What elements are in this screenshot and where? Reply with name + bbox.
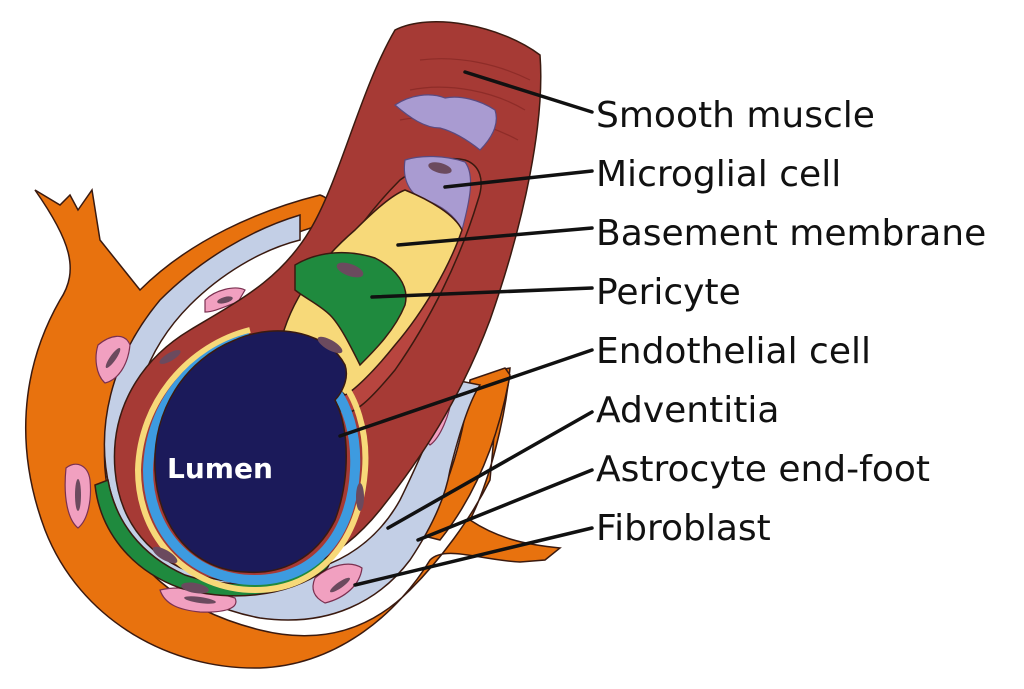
label-fibroblast: Fibroblast <box>596 508 771 549</box>
label-microglial-cell: Microglial cell <box>596 154 841 195</box>
leader-line-astrocyte-end-foot <box>416 468 594 542</box>
labels: Smooth muscle Microglial cell Basement m… <box>596 95 986 549</box>
leader-line-microglial-cell <box>443 169 594 189</box>
leader-line-pericyte <box>370 286 594 299</box>
endothelial-nuclei <box>152 336 364 594</box>
microglial-cells <box>394 94 497 232</box>
lumen: Lumen <box>154 330 347 574</box>
leader-line-smooth-muscle <box>463 70 594 114</box>
microglial-cell-surface <box>394 94 497 151</box>
label-smooth-muscle: Smooth muscle <box>596 95 875 136</box>
label-astrocyte-end-foot: Astrocyte end-foot <box>596 449 930 490</box>
leader-line-endothelial-cell <box>338 348 594 438</box>
label-adventitia: Adventitia <box>596 390 779 431</box>
leader-lines <box>338 70 594 587</box>
leader-line-fibroblast <box>353 526 594 587</box>
leader-line-adventitia <box>386 410 594 530</box>
label-basement-membrane: Basement membrane <box>596 213 986 254</box>
lumen-label: Lumen <box>167 452 273 485</box>
pericyte-nucleus <box>336 262 364 278</box>
label-pericyte: Pericyte <box>596 272 741 313</box>
microglial-nucleus <box>428 162 452 174</box>
fibroblast-nuclei <box>75 296 445 604</box>
basement-membrane-ring <box>134 327 369 594</box>
endothelium-ring <box>142 333 361 586</box>
leader-line-basement-membrane <box>396 226 594 247</box>
label-endothelial-cell: Endothelial cell <box>596 331 871 372</box>
